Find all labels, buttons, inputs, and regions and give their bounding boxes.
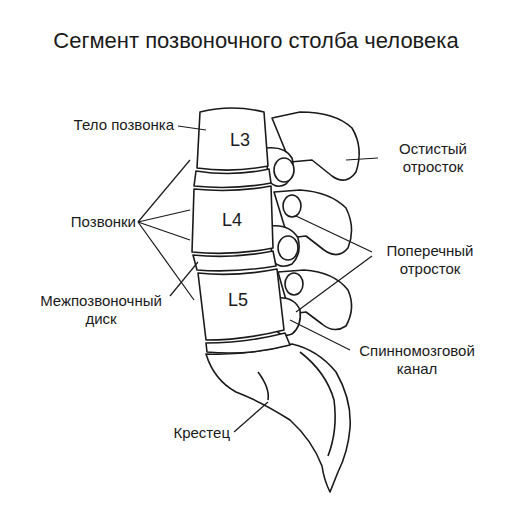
leader-lines — [138, 126, 378, 432]
vertebra-number: L5 — [228, 290, 248, 312]
diagram-title: Сегмент позвоночного столба человека — [0, 28, 512, 54]
leader-line — [346, 158, 378, 160]
leader-line — [170, 262, 198, 296]
facet — [285, 273, 303, 295]
leader-line — [138, 222, 194, 300]
vertebra-number: L3 — [230, 130, 250, 152]
leader-line — [296, 216, 372, 252]
leader-line — [234, 402, 268, 432]
part-label: Тело позвонка — [74, 116, 174, 134]
facet — [274, 158, 294, 182]
vertebral-body — [198, 269, 284, 340]
sacrum-line — [258, 372, 268, 400]
intervertebral-disc — [194, 169, 271, 187]
part-label: Межпозвоночный диск — [34, 292, 168, 328]
leader-line — [138, 222, 190, 240]
leader-line — [138, 210, 190, 222]
sacrum — [206, 344, 350, 492]
part-label: Остистый отросток — [383, 140, 483, 176]
leader-line — [290, 320, 350, 350]
sacrum-crest — [300, 352, 335, 456]
intervertebral-disc — [193, 251, 276, 271]
leader-line — [138, 160, 190, 222]
part-label: Поперечный отросток — [374, 242, 486, 278]
facet — [278, 236, 298, 260]
part-label: Позвонки — [71, 213, 136, 231]
vertebra-number: L4 — [222, 210, 242, 232]
intervertebral-disc — [206, 333, 290, 353]
facet — [283, 195, 301, 217]
vertebral-body — [197, 108, 268, 170]
part-label: Крестец — [173, 424, 230, 442]
leader-line — [178, 126, 206, 130]
vertebral-body — [192, 186, 273, 253]
leader-line — [296, 256, 372, 312]
part-label: Спинномозговой канал — [350, 342, 484, 378]
